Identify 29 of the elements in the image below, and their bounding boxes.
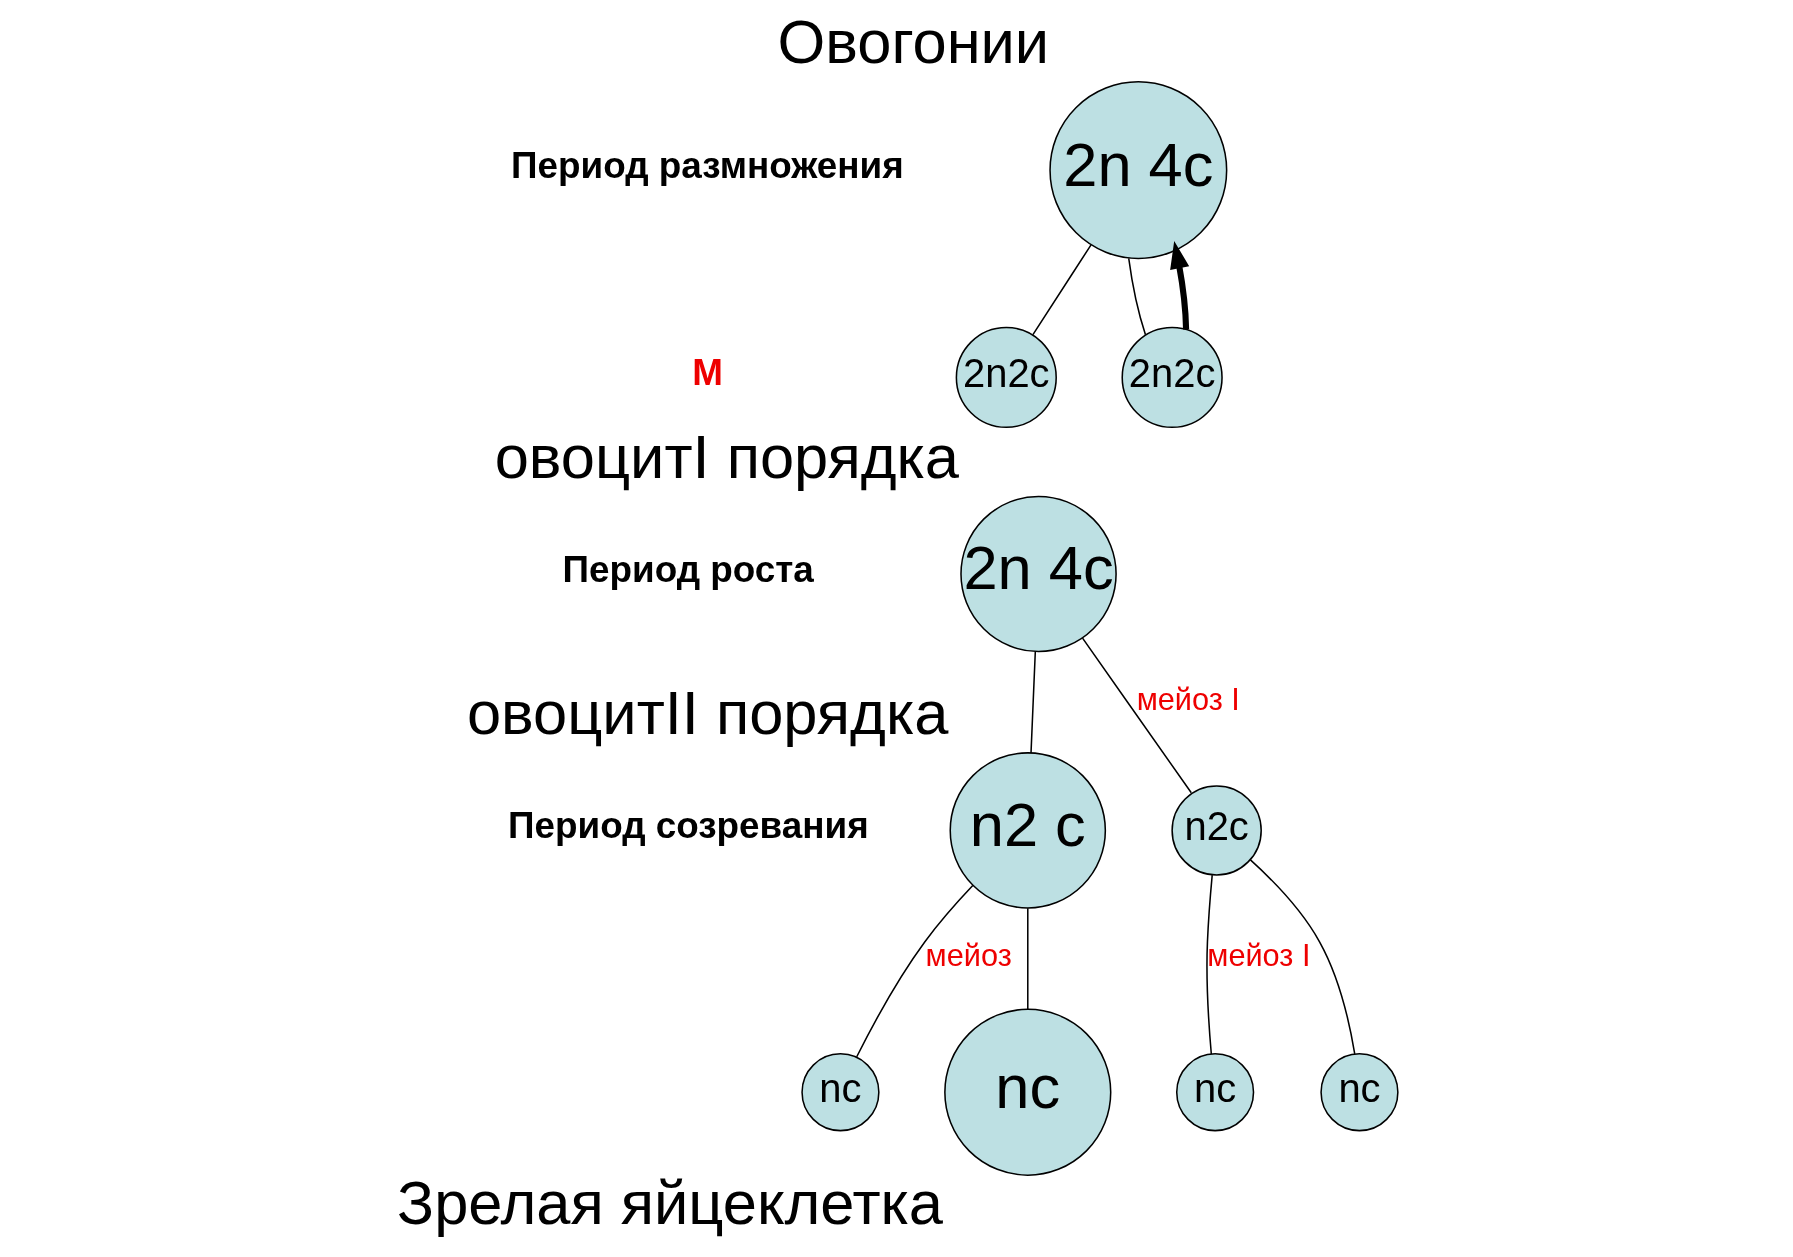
connector <box>1032 244 1092 336</box>
node-label: Зрелая яйцеклетка <box>397 1168 943 1238</box>
edge-label: мейоз <box>925 938 1012 974</box>
connector <box>1081 637 1193 794</box>
node-label: овоцитII порядка <box>466 678 949 748</box>
node-circle: 2n 4c <box>1049 81 1228 260</box>
node-circle: 2n 4c <box>960 495 1117 653</box>
connector <box>1030 650 1037 754</box>
node-circle: nc <box>801 1053 880 1132</box>
node-circle: nc <box>1320 1053 1399 1132</box>
connector <box>1027 907 1029 1010</box>
node-circle: nc <box>944 1008 1112 1176</box>
connector <box>1249 859 1356 1055</box>
connector <box>1127 257 1147 336</box>
connector <box>856 884 974 1058</box>
node-circle: nc <box>1175 1053 1255 1132</box>
node-circle: 2n2c <box>1121 326 1223 429</box>
label: М <box>692 352 723 394</box>
arrow <box>1170 240 1190 330</box>
edge-label: мейоз I <box>1207 938 1311 974</box>
node-circle: 2n2c <box>955 326 1057 429</box>
node-circle: n2c <box>1171 785 1262 876</box>
label: Период размножения <box>511 145 904 187</box>
label: Период созревания <box>508 805 869 847</box>
edge-label: мейоз I <box>1136 681 1240 717</box>
label: Период роста <box>562 548 814 590</box>
node-label: Овогонии <box>777 7 1050 77</box>
connector <box>1206 874 1213 1055</box>
node-circle: n2 c <box>949 752 1107 909</box>
